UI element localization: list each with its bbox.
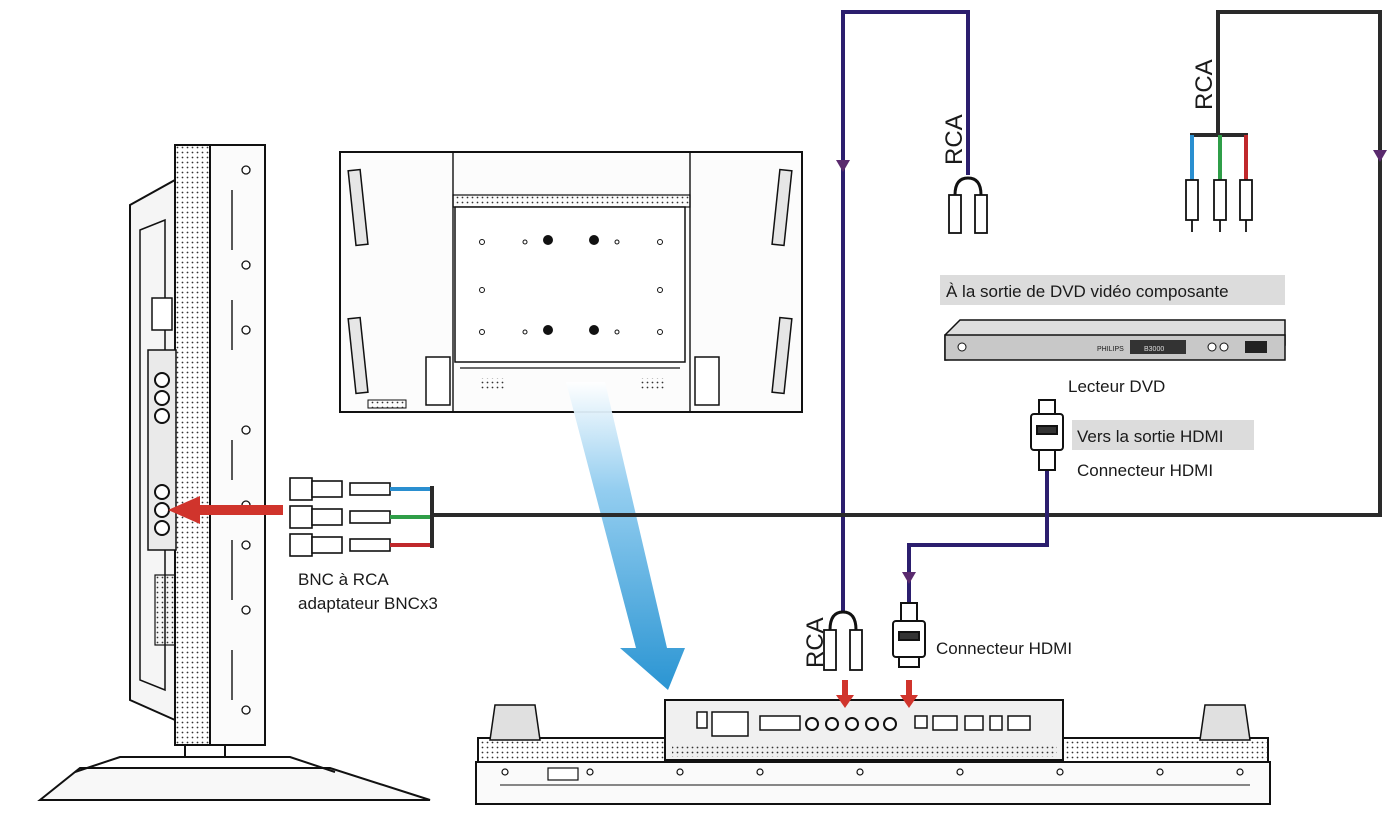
hdmi-connector-label-top: Connecteur HDMI <box>1077 461 1213 480</box>
flow-arrow <box>566 382 685 690</box>
dvd-display-text: B3000 <box>1144 346 1164 353</box>
component-out-bg <box>940 275 1285 305</box>
monitor-connector-panel <box>475 699 1271 805</box>
input-arrows <box>168 496 918 708</box>
dvd-player-label: Lecteur DVD <box>1068 377 1165 396</box>
rca-label-top-center: RCA <box>941 114 968 165</box>
rca-plugs-component <box>1185 179 1253 232</box>
hdmi-connector-label-bottom: Connecteur HDMI <box>936 639 1072 658</box>
bnc-adapters <box>289 477 434 557</box>
rca-plugs-composite-bottom <box>823 610 863 671</box>
rca-plugs-composite-top <box>948 176 988 234</box>
cable-rca-composite <box>836 10 970 612</box>
cable-component <box>430 10 1387 517</box>
hdmi-connector-top <box>1030 399 1064 471</box>
hdmi-out-bg <box>1072 420 1254 450</box>
rca-label-bottom: RCA <box>802 617 829 668</box>
monitor-back-view <box>339 151 803 413</box>
monitor-side-view <box>37 144 431 801</box>
dvd-brand-text: PHILIPS <box>1097 346 1124 353</box>
hdmi-out-label: Vers la sortie HDMI <box>1077 427 1223 446</box>
rca-label-top-right: RCA <box>1191 59 1218 110</box>
cable-hdmi <box>902 470 1049 605</box>
dvd-player: PHILIPS B3000 <box>944 319 1286 361</box>
bnc-label-line1: BNC à RCA <box>298 570 389 589</box>
bnc-label-line2: adaptateur BNCx3 <box>298 594 438 613</box>
component-out-label: À la sortie de DVD vidéo composante <box>946 282 1229 301</box>
hdmi-connector-bottom <box>892 602 926 668</box>
